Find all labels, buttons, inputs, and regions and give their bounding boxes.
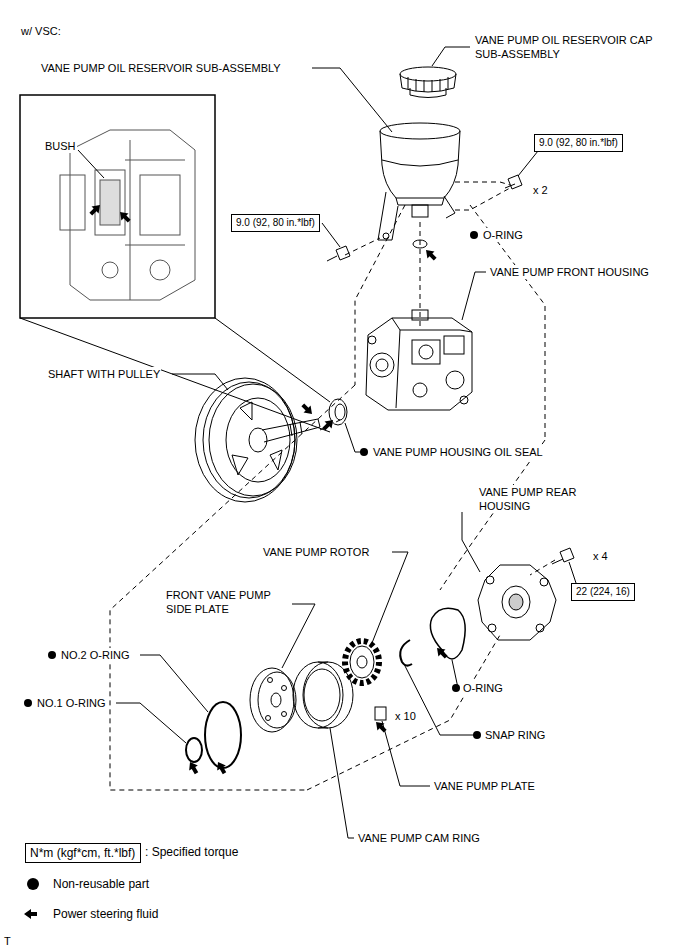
leader-line <box>452 660 458 688</box>
o-ring <box>430 608 465 659</box>
reservoir-cap <box>400 67 456 98</box>
torque-box: 9.0 (92, 80 in.*lbf) <box>534 134 623 152</box>
node-text: 9.0 (92, 80 in.*lbf) <box>236 217 315 229</box>
leader-line <box>172 374 228 390</box>
legend-torque-box: N*m (kgf*cm, ft.*lbf) <box>25 843 141 863</box>
snap-ring <box>400 640 412 666</box>
leader-line <box>312 68 392 132</box>
side-plate <box>250 668 296 732</box>
part-label: VANE PUMP PLATE <box>433 779 536 793</box>
leader-line <box>462 272 486 320</box>
cam-ring <box>293 662 353 728</box>
leader-line <box>322 151 576 583</box>
part-label: x 2 <box>532 183 549 197</box>
fluid-arrow <box>24 246 450 919</box>
non-reusable-dot <box>24 699 32 707</box>
torque-box: 9.0 (92, 80 in.*lbf) <box>231 214 320 232</box>
oil-reservoir <box>378 123 460 240</box>
part-label: VANE PUMP OIL RESERVOIR CAP SUB-ASSEMBLY <box>474 33 656 61</box>
part-label: VANE PUMP HOUSING OIL SEAL <box>372 445 544 459</box>
leader-line <box>78 150 104 178</box>
leader-line <box>372 552 408 643</box>
node-text: 22 (224, 16) <box>576 586 630 598</box>
front-housing <box>366 310 472 410</box>
non-reusable-dot <box>360 448 368 456</box>
legend-text: : Specified torque <box>145 845 238 860</box>
part-label: VANE PUMP REAR HOUSING <box>478 485 595 513</box>
o-ring <box>205 702 241 768</box>
part-label: T <box>3 934 12 948</box>
leader-line <box>116 703 186 743</box>
o-ring <box>413 240 427 248</box>
part-label: FRONT VANE PUMP SIDE PLATE <box>165 588 292 616</box>
leader-line <box>330 728 354 838</box>
leader-line <box>140 655 208 712</box>
leader-line <box>462 512 480 572</box>
part-label: NO.1 O-RING <box>36 696 106 710</box>
non-reusable-dot <box>452 684 460 692</box>
part-label: x 4 <box>592 549 609 563</box>
part-label: O-RING <box>462 681 504 695</box>
legend-text: Power steering fluid <box>53 907 158 922</box>
part-label: O-RING <box>482 228 524 242</box>
part-label: x 10 <box>394 709 417 723</box>
part-label: SHAFT WITH PULLEY <box>47 367 161 381</box>
o-ring <box>186 738 202 762</box>
leader-line <box>404 664 474 735</box>
node-text: 9.0 (92, 80 in.*lbf) <box>539 137 618 149</box>
shaft-with-pulley <box>195 378 320 502</box>
legend-dot <box>27 878 39 890</box>
part-label: NO.2 O-RING <box>60 648 130 662</box>
inset-frame <box>20 95 330 432</box>
torque-box: 22 (224, 16) <box>571 583 635 601</box>
part-label: SNAP RING <box>484 728 546 742</box>
inset-housing <box>60 130 195 300</box>
leader-line <box>345 423 362 452</box>
part-label: w/ VSC: <box>20 24 62 38</box>
inset-frame: BUSH <box>20 95 215 318</box>
non-reusable-dot <box>473 731 481 739</box>
node-text: BUSH <box>44 139 77 153</box>
vane-plate <box>375 707 386 720</box>
fluid-arrow <box>87 201 132 224</box>
non-reusable-dot <box>470 231 478 239</box>
vane-pump-rotor <box>345 641 379 683</box>
part-label: VANE PUMP CAM RING <box>357 831 481 845</box>
legend-text: Non-reusable part <box>53 877 149 892</box>
part-label: VANE PUMP FRONT HOUSING <box>489 265 650 279</box>
part-label: VANE PUMP OIL RESERVOIR SUB-ASSEMBLY <box>40 61 282 75</box>
rear-housing <box>478 565 556 640</box>
node-text: N*m (kgf*cm, ft.*lbf) <box>30 846 136 860</box>
leader-line <box>432 47 470 66</box>
part-label: VANE PUMP ROTOR <box>262 545 370 559</box>
leader-line <box>382 721 430 786</box>
non-reusable-dot <box>48 651 56 659</box>
